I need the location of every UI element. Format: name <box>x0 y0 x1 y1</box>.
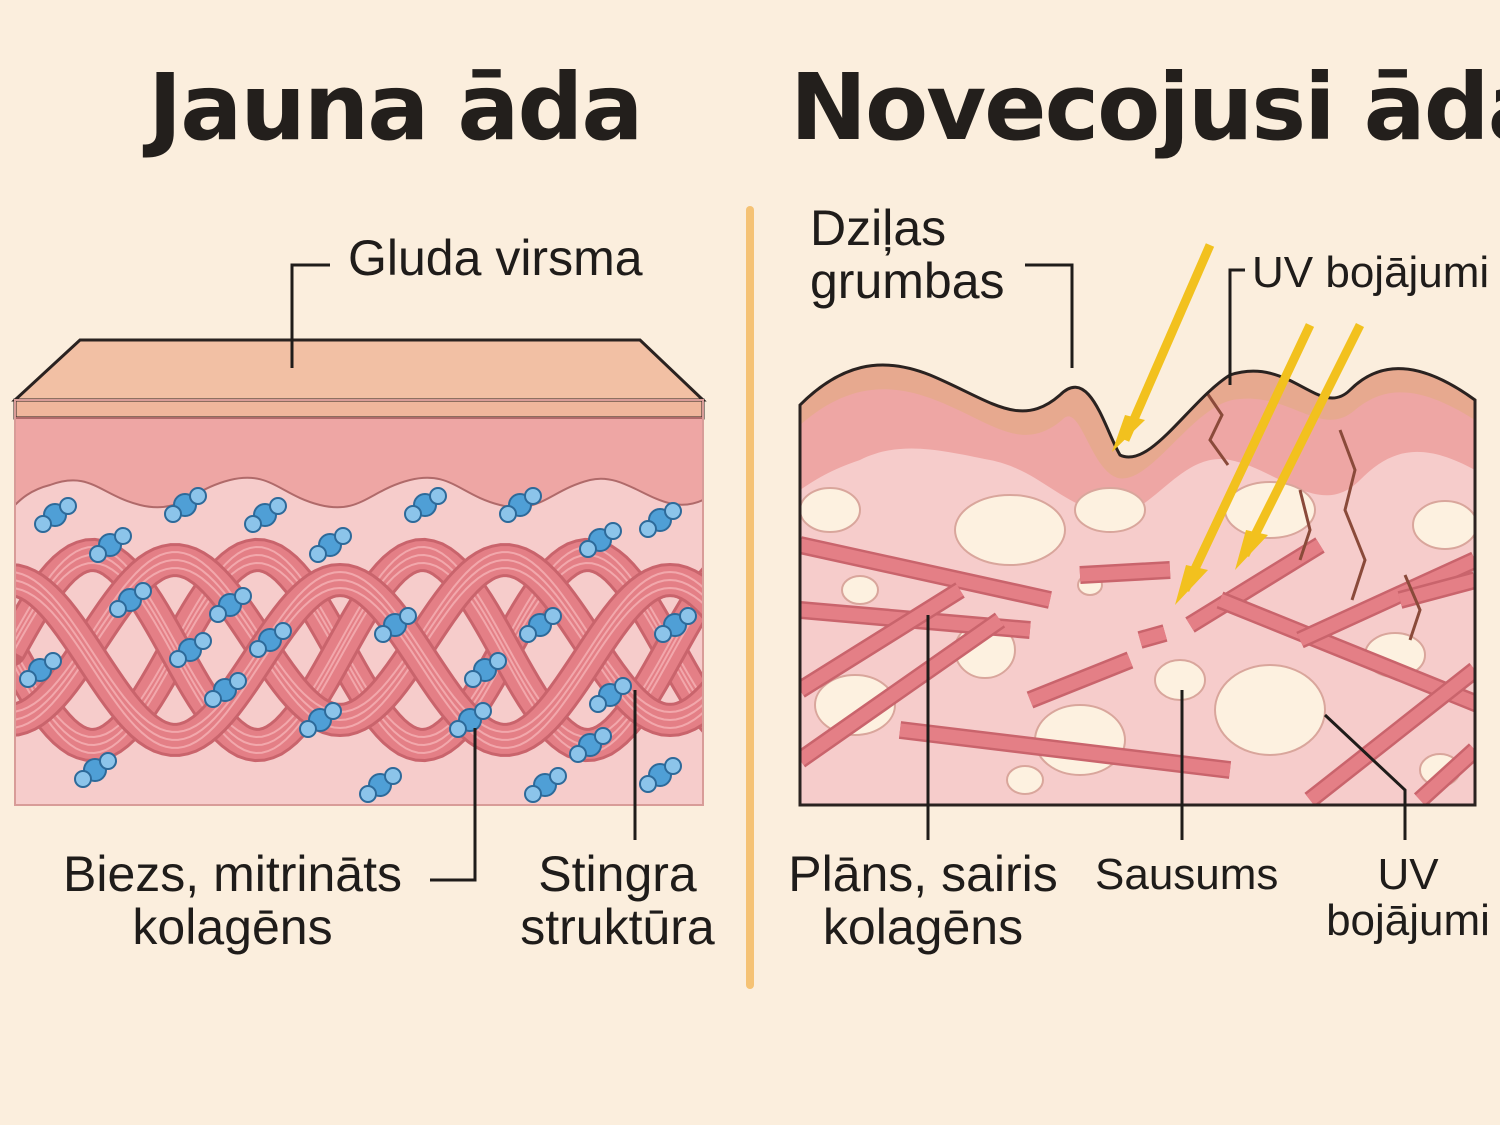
label-deep-wrinkles-line2: grumbas <box>810 255 1005 308</box>
water-atom <box>245 516 261 532</box>
water-atom <box>190 488 206 504</box>
water-atom <box>110 601 126 617</box>
water-atom <box>665 758 681 774</box>
water-atom <box>545 608 561 624</box>
water-atom <box>680 608 696 624</box>
dry-pocket-4 <box>1413 501 1477 549</box>
broken-fiber-fill-14 <box>1140 633 1165 640</box>
water-atom <box>165 506 181 522</box>
label-deep-wrinkles: Dziļas grumbas <box>810 202 1005 307</box>
callout-line-wrinkles <box>1025 265 1072 368</box>
young-skin-block <box>10 340 730 808</box>
water-atom <box>100 753 116 769</box>
water-atom <box>605 523 621 539</box>
aged-skin-title: Novecojusi āda <box>790 62 1500 154</box>
water-atom <box>640 521 656 537</box>
label-uv-damage-bottom: UV bojājumi <box>1318 852 1498 944</box>
label-dryness: Sausums <box>1095 852 1278 898</box>
dry-pocket-6 <box>842 576 878 604</box>
water-atom <box>375 626 391 642</box>
label-uv-damage-bottom-line2: bojājumi <box>1318 898 1498 944</box>
water-atom <box>35 516 51 532</box>
water-atom <box>195 633 211 649</box>
dry-pocket-15 <box>1007 766 1043 794</box>
water-atom <box>490 653 506 669</box>
label-thin-collagen-line1: Plāns, sairis <box>778 848 1068 901</box>
water-atom <box>520 626 536 642</box>
water-atom <box>115 528 131 544</box>
young-skin-title: Jauna āda <box>148 62 641 154</box>
water-atom <box>325 703 341 719</box>
water-atom <box>235 588 251 604</box>
water-atom <box>640 776 656 792</box>
water-atom <box>20 671 36 687</box>
water-atom <box>525 786 541 802</box>
label-firm-structure-line1: Stingra <box>505 848 730 901</box>
dry-pocket-1 <box>955 495 1065 565</box>
water-atom <box>210 606 226 622</box>
label-thin-collagen-line2: kolagēns <box>778 901 1068 954</box>
label-uv-damage-bottom-line1: UV <box>1318 852 1498 898</box>
dry-pocket-12 <box>1215 665 1325 755</box>
water-atom <box>335 528 351 544</box>
label-firm-structure-line2: struktūra <box>505 901 730 954</box>
water-atom <box>655 626 671 642</box>
water-atom <box>430 488 446 504</box>
young-stratum <box>15 400 703 418</box>
callout-line-uv-top <box>1230 270 1245 385</box>
dry-pocket-5 <box>800 488 860 532</box>
water-atom <box>230 673 246 689</box>
water-atom <box>205 691 221 707</box>
label-smooth-surface: Gluda virsma <box>348 232 643 285</box>
water-atom <box>250 641 266 657</box>
water-atom <box>550 768 566 784</box>
water-atom <box>405 506 421 522</box>
label-thick-collagen: Biezs, mitrināts kolagēns <box>40 848 425 953</box>
dry-pocket-2 <box>1075 488 1145 532</box>
water-atom <box>270 498 286 514</box>
water-atom <box>170 651 186 667</box>
water-atom <box>615 678 631 694</box>
label-thin-collagen: Plāns, sairis kolagēns <box>778 848 1068 953</box>
water-atom <box>300 721 316 737</box>
water-atom <box>570 746 586 762</box>
water-atom <box>360 786 376 802</box>
water-atom <box>60 498 76 514</box>
water-atom <box>525 488 541 504</box>
water-atom <box>45 653 61 669</box>
label-uv-damage-top: UV bojājumi <box>1252 250 1489 296</box>
young-skin-top-face <box>15 340 703 400</box>
label-deep-wrinkles-line1: Dziļas <box>810 202 1005 255</box>
water-atom <box>385 768 401 784</box>
water-atom <box>500 506 516 522</box>
broken-fiber-fill-7 <box>1080 570 1170 575</box>
label-firm-structure: Stingra struktūra <box>505 848 730 953</box>
water-atom <box>275 623 291 639</box>
water-atom <box>590 696 606 712</box>
water-atom <box>90 546 106 562</box>
water-atom <box>450 721 466 737</box>
uv-ray-1-head <box>1112 415 1145 452</box>
dry-pocket-11 <box>1155 660 1205 700</box>
label-thick-collagen-line2: kolagēns <box>40 901 425 954</box>
water-atom <box>75 771 91 787</box>
water-atom <box>665 503 681 519</box>
water-atom <box>400 608 416 624</box>
water-atom <box>580 541 596 557</box>
water-atom <box>475 703 491 719</box>
water-atom <box>595 728 611 744</box>
label-thick-collagen-line1: Biezs, mitrināts <box>40 848 425 901</box>
water-atom <box>310 546 326 562</box>
water-atom <box>465 671 481 687</box>
water-atom <box>135 583 151 599</box>
